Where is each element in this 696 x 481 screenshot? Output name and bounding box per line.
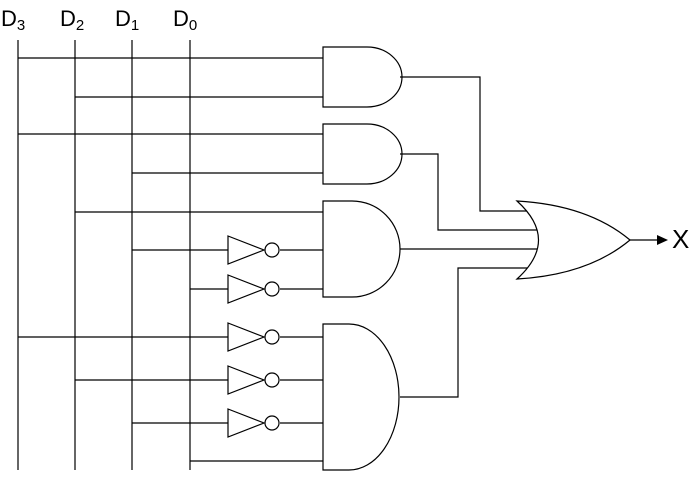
and-gate-3 bbox=[322, 200, 401, 298]
not-gate-5 bbox=[227, 408, 280, 438]
input-label-d2: D2 bbox=[60, 6, 85, 34]
not-gate-2 bbox=[227, 274, 280, 304]
or-gate bbox=[515, 200, 631, 280]
and-gate-1 bbox=[322, 46, 403, 108]
input-label-d0: D0 bbox=[173, 6, 198, 34]
arrow-right-icon bbox=[657, 235, 668, 245]
and-to-or-wires bbox=[400, 76, 544, 398]
not-gate-4 bbox=[227, 365, 280, 395]
and-gate-2 bbox=[322, 123, 403, 185]
input-wires bbox=[18, 57, 323, 462]
input-label-d3: D3 bbox=[1, 6, 26, 34]
not-gate-3 bbox=[227, 322, 280, 352]
and-gates bbox=[322, 46, 403, 471]
not-gate-1 bbox=[227, 235, 280, 265]
wire-and2-or bbox=[400, 153, 541, 231]
and-gate-4 bbox=[322, 323, 400, 471]
input-bus-lines bbox=[17, 40, 191, 470]
wire-and4-or bbox=[400, 267, 541, 398]
output-label-x: X bbox=[672, 224, 690, 254]
wire-and1-or bbox=[400, 76, 530, 212]
input-label-d1: D1 bbox=[115, 6, 140, 34]
output-wire bbox=[630, 235, 668, 245]
not-gates bbox=[227, 235, 280, 438]
